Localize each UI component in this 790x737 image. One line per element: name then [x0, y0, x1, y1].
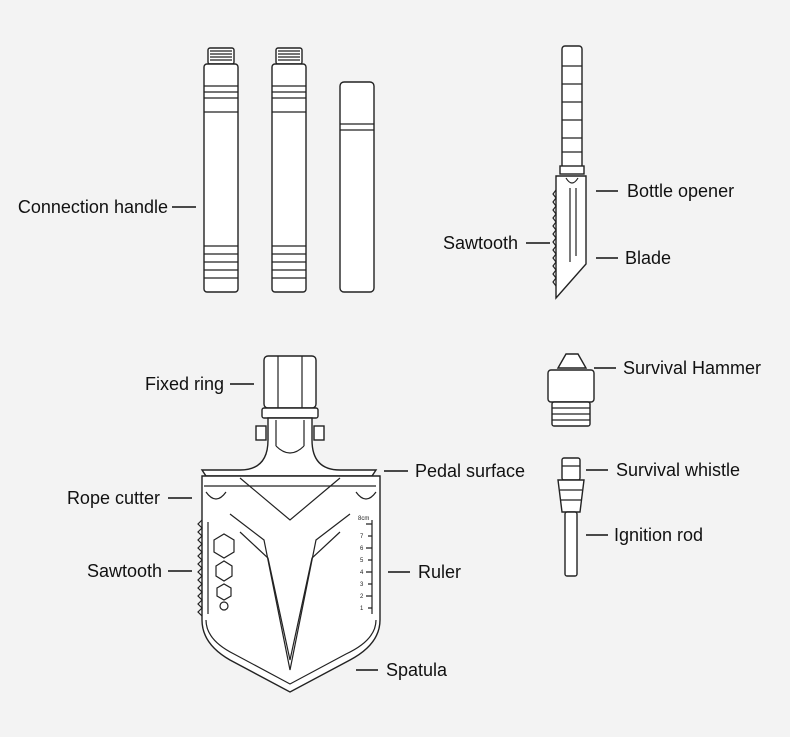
label-blade: Blade	[625, 248, 672, 268]
label-spatula: Spatula	[386, 660, 448, 680]
ruler-mark-6: 6	[360, 546, 364, 552]
label-fixed-ring: Fixed ring	[144, 374, 224, 394]
ruler-mark-3: 3	[360, 582, 364, 588]
ruler-mark-7: 7	[360, 534, 364, 540]
label-bottle-opener: Bottle opener	[627, 181, 735, 201]
ruler-numerals: 8cm 7 6 5 4 3 2 1	[358, 516, 369, 612]
label-ruler: Ruler	[418, 562, 462, 582]
connection-handle-2	[271, 47, 307, 293]
ruler-mark-2: 2	[360, 594, 364, 600]
ruler-unit: 8cm	[358, 516, 369, 522]
knife	[552, 45, 587, 300]
survival-whistle-and-ignition-rod	[557, 457, 585, 577]
label-sawtooth-shovel: Sawtooth	[86, 561, 162, 581]
shovel	[197, 355, 381, 693]
label-survival-whistle: Survival whistle	[616, 460, 741, 480]
label-rope-cutter: Rope cutter	[66, 488, 160, 508]
survival-hammer	[547, 353, 595, 427]
connection-handle-1	[203, 47, 239, 293]
label-sawtooth-knife: Sawtooth	[442, 233, 518, 253]
ruler-mark-5: 5	[360, 558, 364, 564]
ruler-mark-1: 1	[360, 606, 364, 612]
label-connection-handle: Connection handle	[17, 197, 168, 217]
label-survival-hammer: Survival Hammer	[623, 358, 762, 378]
ruler-mark-4: 4	[360, 570, 364, 576]
leader-lines	[168, 190, 618, 671]
connection-handle-3	[339, 81, 375, 293]
label-pedal-surface: Pedal surface	[415, 461, 526, 481]
label-ignition-rod: Ignition rod	[614, 525, 704, 545]
